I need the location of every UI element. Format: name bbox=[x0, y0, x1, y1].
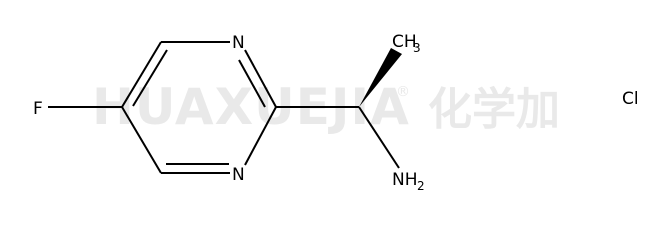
bond-c5-c6-inner bbox=[132, 49, 168, 107]
atom-fluorine: F bbox=[33, 99, 43, 119]
atom-methyl-subscript: 3 bbox=[413, 41, 421, 55]
watermark-chinese: 化学加 bbox=[428, 84, 560, 135]
bond-n1-c2 bbox=[244, 49, 277, 108]
atom-amine-subscript: 2 bbox=[417, 179, 425, 193]
bond-n1-c2-inner bbox=[238, 59, 266, 108]
atom-labels: F N N CH 3 NH 2 bbox=[33, 32, 425, 193]
bond-c5-c6 bbox=[121, 41, 162, 108]
wedge-bond-chiral-carbon-methyl bbox=[359, 48, 402, 107]
atom-methyl: CH bbox=[392, 32, 417, 52]
watermark-latin: HUAXUEJIA bbox=[92, 78, 410, 136]
bond-chiral-carbon-amine bbox=[358, 106, 400, 169]
bonds bbox=[48, 41, 402, 174]
chemical-structure: HUAXUEJIA ® 化学加 F N N CH 3 NH 2 Cl bbox=[33, 32, 639, 193]
atom-nitrogen-bottom: N bbox=[232, 165, 245, 185]
bond-c2-n3 bbox=[244, 106, 277, 166]
atom-nitrogen-top: N bbox=[232, 33, 245, 53]
watermark-registered-mark: ® bbox=[396, 84, 410, 100]
bond-c4-c5 bbox=[121, 106, 162, 174]
counterion-label: Cl bbox=[622, 89, 639, 109]
atom-amine: NH bbox=[392, 170, 418, 190]
